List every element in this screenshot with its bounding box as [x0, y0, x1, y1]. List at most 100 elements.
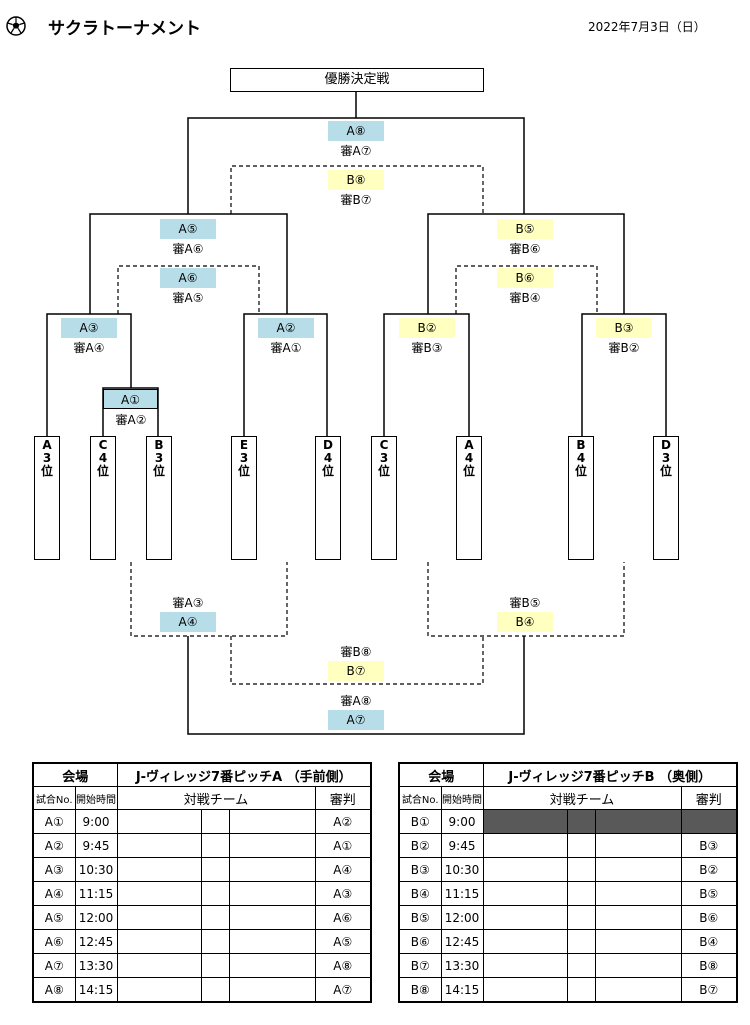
col-match-no: 試合No.	[32, 786, 76, 810]
match-a8: A⑧	[328, 121, 384, 141]
match-no-cell: A④	[32, 881, 76, 906]
match-no-cell: B①	[398, 809, 442, 834]
team-cell	[228, 809, 316, 834]
ref-b4: 審B⑤	[509, 596, 541, 610]
team-cell	[228, 953, 316, 978]
match-a5: A⑤	[160, 219, 216, 239]
referee-cell: A⑦	[314, 977, 372, 1003]
ref-a2: 審A①	[270, 341, 302, 355]
score-cell	[200, 929, 230, 954]
col-start-time: 開始時間	[440, 786, 484, 810]
start-time-cell: 14:15	[74, 977, 118, 1003]
match-no-cell: B②	[398, 833, 442, 858]
schedule-table-pitch-b: 会場 J-ヴィレッジ7番ピッチB （奥側） 試合No. 開始時間 対戦チーム 審…	[398, 762, 738, 1003]
referee-cell: A③	[314, 881, 372, 906]
start-time-cell: 11:15	[440, 881, 484, 906]
ref-a4: 審A③	[172, 596, 204, 610]
col-teams: 対戦チーム	[482, 786, 682, 810]
team-cell	[482, 833, 568, 858]
event-date: 2022年7月3日（日）	[588, 20, 706, 34]
referee-cell: A①	[314, 833, 372, 858]
venue-label: 会場	[398, 762, 484, 787]
score-cell	[566, 881, 596, 906]
referee-cell: B④	[680, 929, 738, 954]
team-cell	[594, 833, 682, 858]
start-time-cell: 12:00	[440, 905, 484, 930]
score-cell	[200, 809, 230, 834]
team-cell	[228, 833, 316, 858]
ref-b3: 審B②	[608, 341, 640, 355]
score-cell	[566, 857, 596, 882]
referee-cell: A⑤	[314, 929, 372, 954]
match-no-cell: A①	[32, 809, 76, 834]
ref-b8: 審B⑦	[340, 193, 372, 207]
start-time-cell: 10:30	[74, 857, 118, 882]
referee-cell: B⑥	[680, 905, 738, 930]
score-cell	[566, 905, 596, 930]
ref-b2: 審B③	[411, 341, 443, 355]
referee-cell: A⑧	[314, 953, 372, 978]
referee-cell: B⑧	[680, 953, 738, 978]
referee-cell: B⑤	[680, 881, 738, 906]
team-cell	[116, 881, 202, 906]
team-cell	[594, 953, 682, 978]
team-cell	[228, 929, 316, 954]
col-match-no: 試合No.	[398, 786, 442, 810]
ref-b6: 審B④	[509, 291, 541, 305]
venue-label: 会場	[32, 762, 118, 787]
team-cell	[482, 905, 568, 930]
start-time-cell: 13:30	[74, 953, 118, 978]
match-a6: A⑥	[160, 268, 216, 288]
team-cell	[228, 857, 316, 882]
ref-a3: 審A④	[73, 341, 105, 355]
match-b6: B⑥	[497, 268, 553, 288]
col-teams: 対戦チーム	[116, 786, 316, 810]
score-cell	[566, 809, 596, 834]
team-cell	[482, 953, 568, 978]
match-a4: A④	[160, 612, 216, 632]
team-cell	[594, 881, 682, 906]
match-no-cell: A⑧	[32, 977, 76, 1003]
team-cell	[594, 905, 682, 930]
team-cell	[116, 929, 202, 954]
referee-cell: A⑥	[314, 905, 372, 930]
ref-b7: 審B⑧	[340, 645, 372, 659]
match-no-cell: B③	[398, 857, 442, 882]
referee-cell: B③	[680, 833, 738, 858]
score-cell	[566, 833, 596, 858]
ref-a8: 審A⑦	[340, 144, 372, 158]
start-time-cell: 12:45	[440, 929, 484, 954]
match-no-cell: A⑤	[32, 905, 76, 930]
match-b5: B⑤	[497, 219, 553, 239]
team-cell	[116, 857, 202, 882]
team-cell	[482, 881, 568, 906]
match-no-cell: B④	[398, 881, 442, 906]
ref-a6: 審A⑤	[172, 291, 204, 305]
start-time-cell: 12:45	[74, 929, 118, 954]
score-cell	[566, 953, 596, 978]
col-start-time: 開始時間	[74, 786, 118, 810]
match-no-cell: A②	[32, 833, 76, 858]
match-b8: B⑧	[328, 170, 384, 190]
team-cell	[482, 857, 568, 882]
match-a2: A②	[258, 318, 314, 338]
team-cell	[482, 929, 568, 954]
score-cell	[566, 929, 596, 954]
team-cell	[594, 929, 682, 954]
